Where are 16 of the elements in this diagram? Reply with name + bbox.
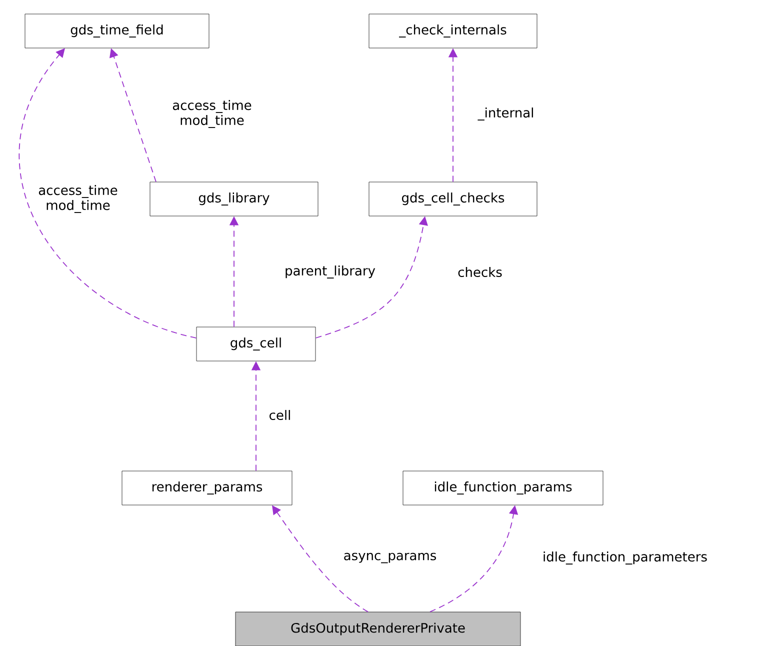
class-box: gds_library xyxy=(150,182,318,216)
edge-label: parent_library xyxy=(286,266,376,278)
class-box: gds_cell_checks xyxy=(368,182,538,216)
edge-label: idle_function_parameters xyxy=(544,552,707,564)
edge-label: _internal xyxy=(478,108,533,120)
edge-label: access_time mod_time xyxy=(38,185,118,213)
class-box-highlighted: GdsOutputRendererPrivate xyxy=(235,612,521,646)
edge-label: checks xyxy=(458,266,502,278)
class-box: gds_time_field xyxy=(24,14,210,48)
edge-label: async_params xyxy=(344,552,436,564)
edge-label: cell xyxy=(270,410,290,420)
class-box: renderer_params xyxy=(122,470,292,506)
class-box: _check_internals xyxy=(368,14,538,48)
class-box: gds_cell xyxy=(196,326,316,362)
edge-label: access_time mod_time xyxy=(172,100,252,128)
class-box: idle_function_params xyxy=(402,470,604,506)
